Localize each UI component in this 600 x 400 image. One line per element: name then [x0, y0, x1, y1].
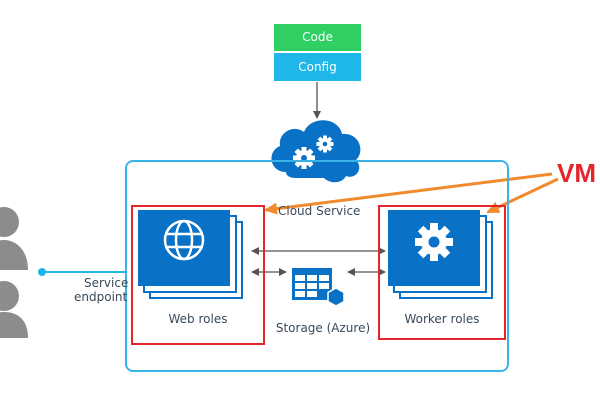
- service-endpoint-label-line2: endpoint: [74, 290, 128, 304]
- vm-arrow-web: [264, 172, 553, 215]
- users-icon: [0, 207, 28, 338]
- worker-roles-highlight: [378, 205, 506, 340]
- storage-label: Storage (Azure): [275, 321, 371, 335]
- config-box: [274, 53, 361, 81]
- globe-icon: [163, 219, 205, 261]
- storage-table-icon: [292, 268, 345, 307]
- worker-roles-label: Worker roles: [404, 312, 480, 326]
- worker-role-icon: [388, 210, 493, 299]
- config-label: Config: [298, 60, 337, 74]
- cloud-service-label: Cloud Service: [278, 204, 361, 218]
- cloud-service-container: [125, 160, 509, 372]
- code-box: [274, 24, 361, 51]
- code-label: Code: [302, 30, 333, 44]
- web-role-icon: [138, 210, 243, 299]
- web-roles-label: Web roles: [168, 312, 228, 326]
- vm-label: VM: [557, 158, 596, 188]
- cloud-gears-icon: [271, 120, 361, 183]
- service-endpoint-label-line1: Service: [84, 276, 129, 290]
- web-roles-highlight: [131, 205, 265, 345]
